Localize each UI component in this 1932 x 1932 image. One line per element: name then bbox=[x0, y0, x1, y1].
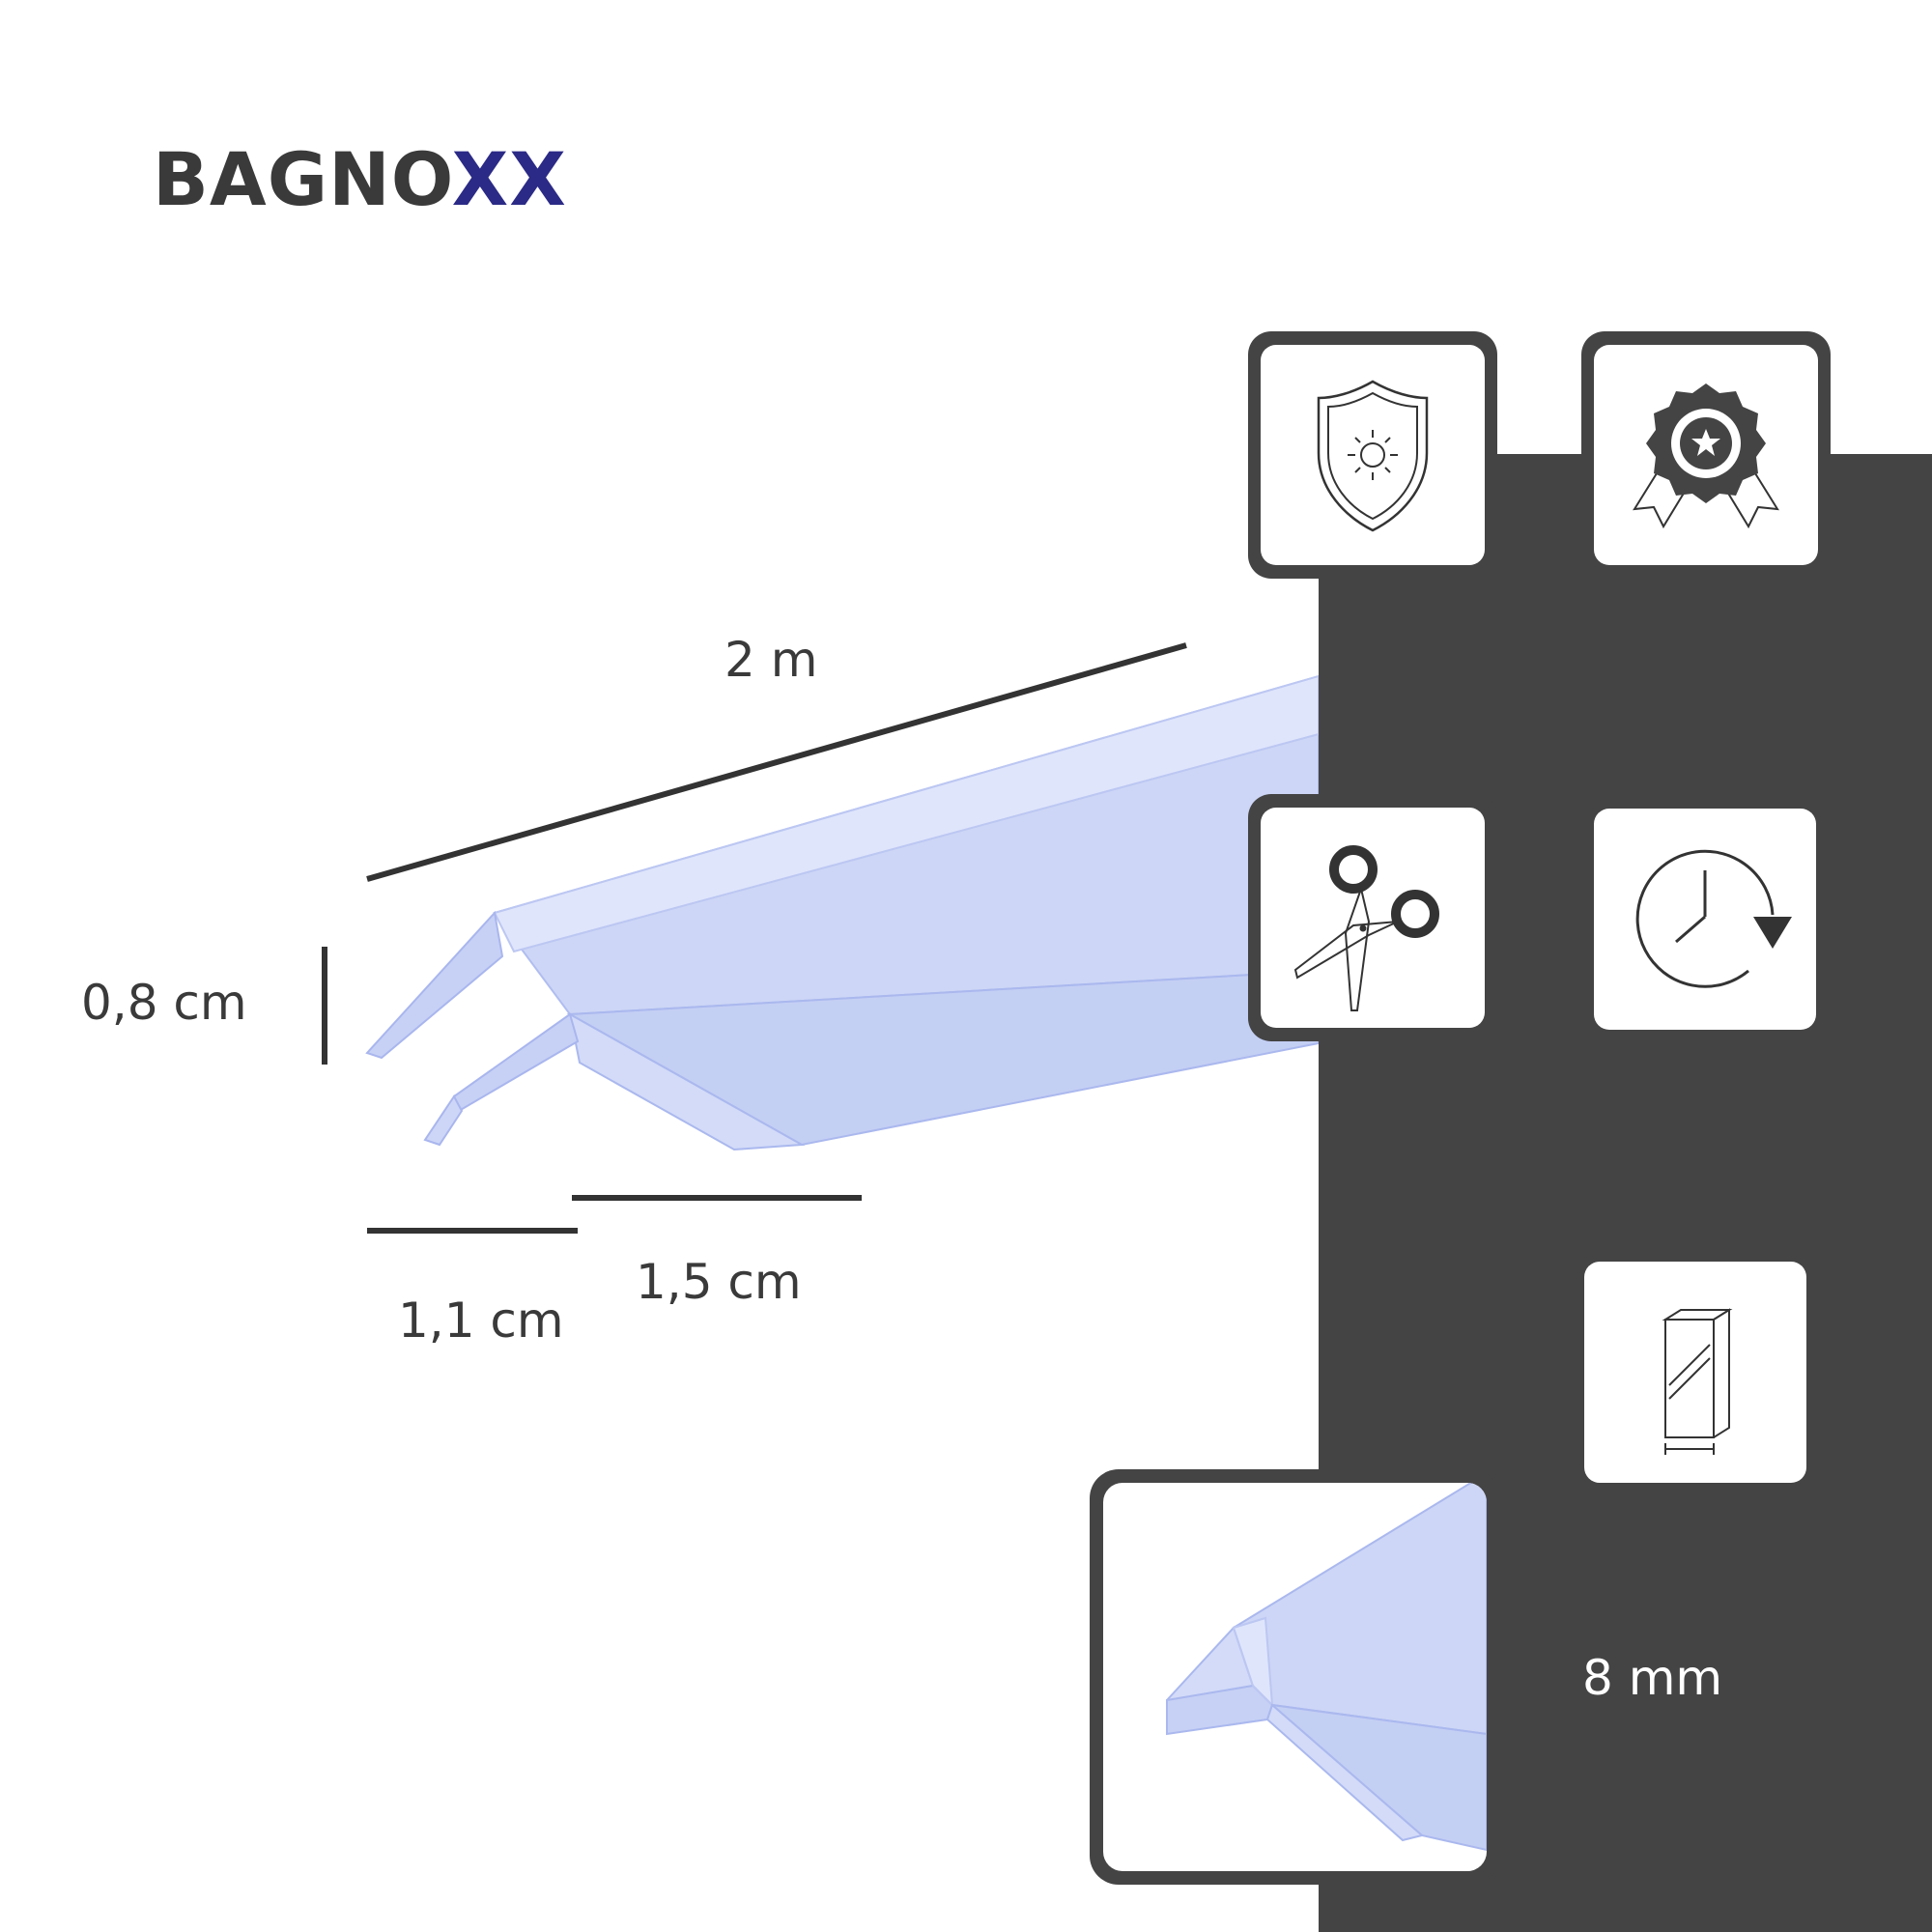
feature-tile-glass-thickness bbox=[1584, 1262, 1806, 1483]
length-label: 2 m bbox=[724, 632, 818, 688]
seal-profile bbox=[365, 674, 1319, 1151]
inner-width-label: 1,1 cm bbox=[398, 1293, 564, 1349]
brand-logo-prefix: BAGNO bbox=[153, 136, 452, 222]
product-illustration bbox=[322, 642, 1319, 1234]
feature-tile-quality bbox=[1581, 331, 1831, 579]
feature-tile-cuttable bbox=[1248, 794, 1497, 1041]
length-dimension-line bbox=[366, 642, 1187, 882]
glass-thickness-icon bbox=[1662, 1308, 1733, 1455]
shield-sun-icon bbox=[1317, 380, 1429, 532]
clock-refresh-icon bbox=[1635, 849, 1792, 988]
scissors-icon bbox=[1293, 845, 1439, 1011]
glass-thickness-label: 8 mm bbox=[1582, 1650, 1723, 1706]
quality-badge-icon bbox=[1633, 384, 1779, 529]
brand-logo-suffix: XX bbox=[451, 136, 567, 222]
feature-tile-durable bbox=[1594, 809, 1816, 1030]
detail-view-frame bbox=[1090, 1469, 1500, 1885]
height-label: 0,8 cm bbox=[81, 975, 247, 1031]
brand-logo: BAGNOXX bbox=[153, 143, 567, 216]
outer-width-label: 1,5 cm bbox=[636, 1254, 802, 1310]
feature-tile-uv-resistant bbox=[1248, 331, 1497, 579]
seal-detail-image bbox=[1166, 1483, 1487, 1852]
